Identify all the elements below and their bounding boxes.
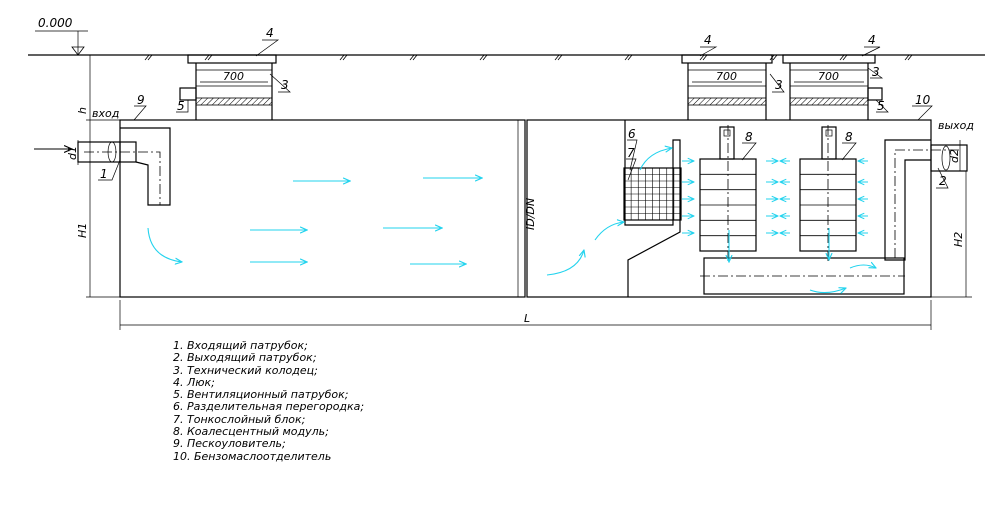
legend-item: 1. Входящий патрубок; bbox=[173, 339, 308, 352]
callout-2: 2 bbox=[939, 174, 947, 188]
hatch-width-mid: 700 bbox=[716, 70, 737, 83]
callout-7: 7 bbox=[627, 146, 635, 160]
label-ID-DN: ID/DN bbox=[524, 198, 537, 230]
tank-body bbox=[119, 119, 932, 298]
flow-arrow-icon bbox=[147, 148, 876, 293]
label-H2: H2 bbox=[952, 232, 965, 247]
callout-5-left: 5 bbox=[177, 99, 185, 113]
callout-8-left: 8 bbox=[745, 130, 753, 144]
callout-9: 9 bbox=[137, 93, 145, 107]
coalescing-module-1 bbox=[699, 125, 757, 262]
inlet-pipe bbox=[77, 127, 171, 206]
dimension-lines bbox=[77, 55, 972, 330]
callout-3-left: 3 bbox=[281, 78, 289, 92]
label-d2: d2 bbox=[948, 149, 961, 163]
callout-4-mid: 4 bbox=[704, 33, 712, 47]
callout-10: 10 bbox=[915, 93, 931, 107]
legend-item: 10. Бензомаслоотделитель bbox=[173, 449, 332, 463]
callout-leaders bbox=[98, 39, 949, 189]
label-inlet: вход bbox=[92, 107, 119, 120]
technical-well-right bbox=[782, 54, 876, 120]
legend-list: 1. Входящий патрубок; 2. Выходящий патру… bbox=[173, 339, 365, 463]
legend-item: 2. Выходящий патрубок; bbox=[173, 351, 317, 365]
callout-3-mid: 3 bbox=[775, 78, 783, 92]
hatch-width-left: 700 bbox=[223, 70, 244, 83]
ground-line bbox=[28, 54, 985, 61]
vent-pipe-right bbox=[867, 87, 883, 101]
callout-8-right: 8 bbox=[845, 130, 853, 144]
level-mark-label: 0.000 bbox=[38, 16, 73, 30]
callout-4-left: 4 bbox=[266, 26, 274, 40]
legend-item: 5. Вентиляционный патрубок; bbox=[173, 388, 349, 402]
callout-1: 1 bbox=[100, 167, 108, 181]
label-outlet: выход bbox=[938, 119, 974, 132]
collector-pipe bbox=[700, 257, 905, 295]
legend-item: 8. Коалесцентный модуль; bbox=[173, 425, 329, 439]
legend-item: 4. Люк; bbox=[173, 375, 215, 389]
coalescing-module-2 bbox=[799, 125, 857, 262]
hatch-width-right: 700 bbox=[818, 70, 839, 83]
legend-item: 7. Тонкослойный блок; bbox=[173, 412, 306, 426]
legend-item: 6. Разделительная перегородка; bbox=[173, 400, 365, 414]
callout-4-right: 4 bbox=[868, 33, 876, 47]
legend-item: 3. Технический колодец; bbox=[173, 363, 318, 377]
technical-well-left bbox=[187, 54, 277, 120]
callout-5-right: 5 bbox=[877, 99, 885, 113]
label-h: h bbox=[76, 107, 89, 114]
label-d1: d1 bbox=[66, 146, 79, 160]
callout-6: 6 bbox=[628, 127, 636, 141]
thin-layer-block bbox=[623, 167, 682, 221]
legend-item: 9. Пескоуловитель; bbox=[173, 437, 286, 451]
callout-3-right: 3 bbox=[872, 65, 880, 79]
partition-wall bbox=[624, 120, 681, 297]
level-marker-icon bbox=[35, 30, 88, 56]
technical-well-mid bbox=[681, 54, 773, 120]
label-H1: H1 bbox=[76, 223, 89, 238]
label-L: L bbox=[524, 312, 530, 325]
outlet-pipe bbox=[884, 139, 968, 261]
